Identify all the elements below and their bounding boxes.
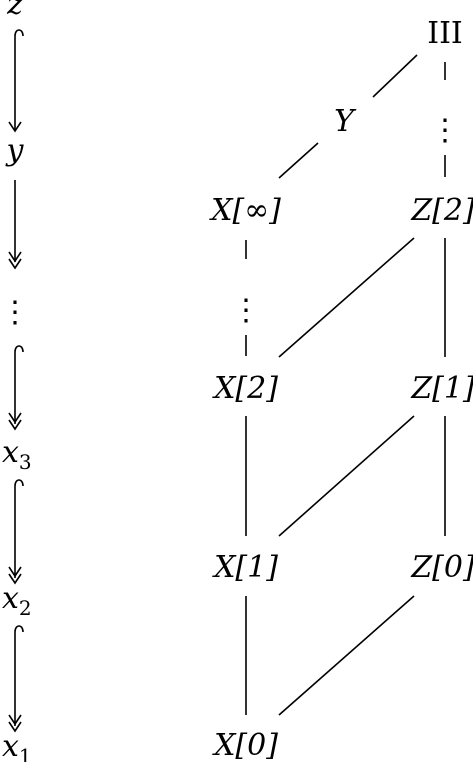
node-III: III (427, 16, 463, 51)
edge-Z2-X2 (278, 237, 415, 358)
lattice-nodes: III Y ⋮ X[∞] Z[2] ⋮ X[2] Z[1] X[1] Z[0] … (209, 16, 473, 762)
left-chain: z y ⋮ x3 x2 x1 (0, 0, 32, 762)
node-X1: X[1] (212, 550, 278, 585)
arrow-dots-to-x3 (8, 345, 24, 431)
node-Y: Y (334, 104, 357, 139)
node-vdots-right: ⋮ (430, 113, 460, 148)
node-Z2: Z[2] (410, 193, 473, 228)
lattice-edges (245, 54, 446, 716)
label-y: y (5, 133, 25, 168)
node-Z1: Z[1] (410, 371, 473, 406)
arrow-z-to-y (8, 29, 24, 133)
arrow-y-to-dots (8, 180, 22, 270)
node-X2: X[2] (212, 371, 278, 406)
edge-Z1-X1 (278, 415, 415, 537)
edge-Y-Xinf (278, 142, 319, 179)
edge-III-Y (372, 54, 418, 98)
node-vdots-left: ⋮ (231, 293, 261, 328)
node-Xinf: X[∞] (209, 193, 281, 228)
label-x3: x3 (2, 435, 32, 474)
arrow-x2-to-x1 (8, 625, 24, 733)
node-X0: X[0] (212, 728, 278, 762)
label-x2: x2 (2, 581, 32, 620)
arrow-x3-to-x2 (8, 479, 24, 585)
label-dots: ⋮ (0, 295, 30, 330)
edge-Z0-X0 (278, 595, 415, 716)
label-x1: x1 (2, 729, 32, 762)
node-Z0: Z[0] (410, 550, 473, 585)
label-z: z (6, 0, 23, 22)
